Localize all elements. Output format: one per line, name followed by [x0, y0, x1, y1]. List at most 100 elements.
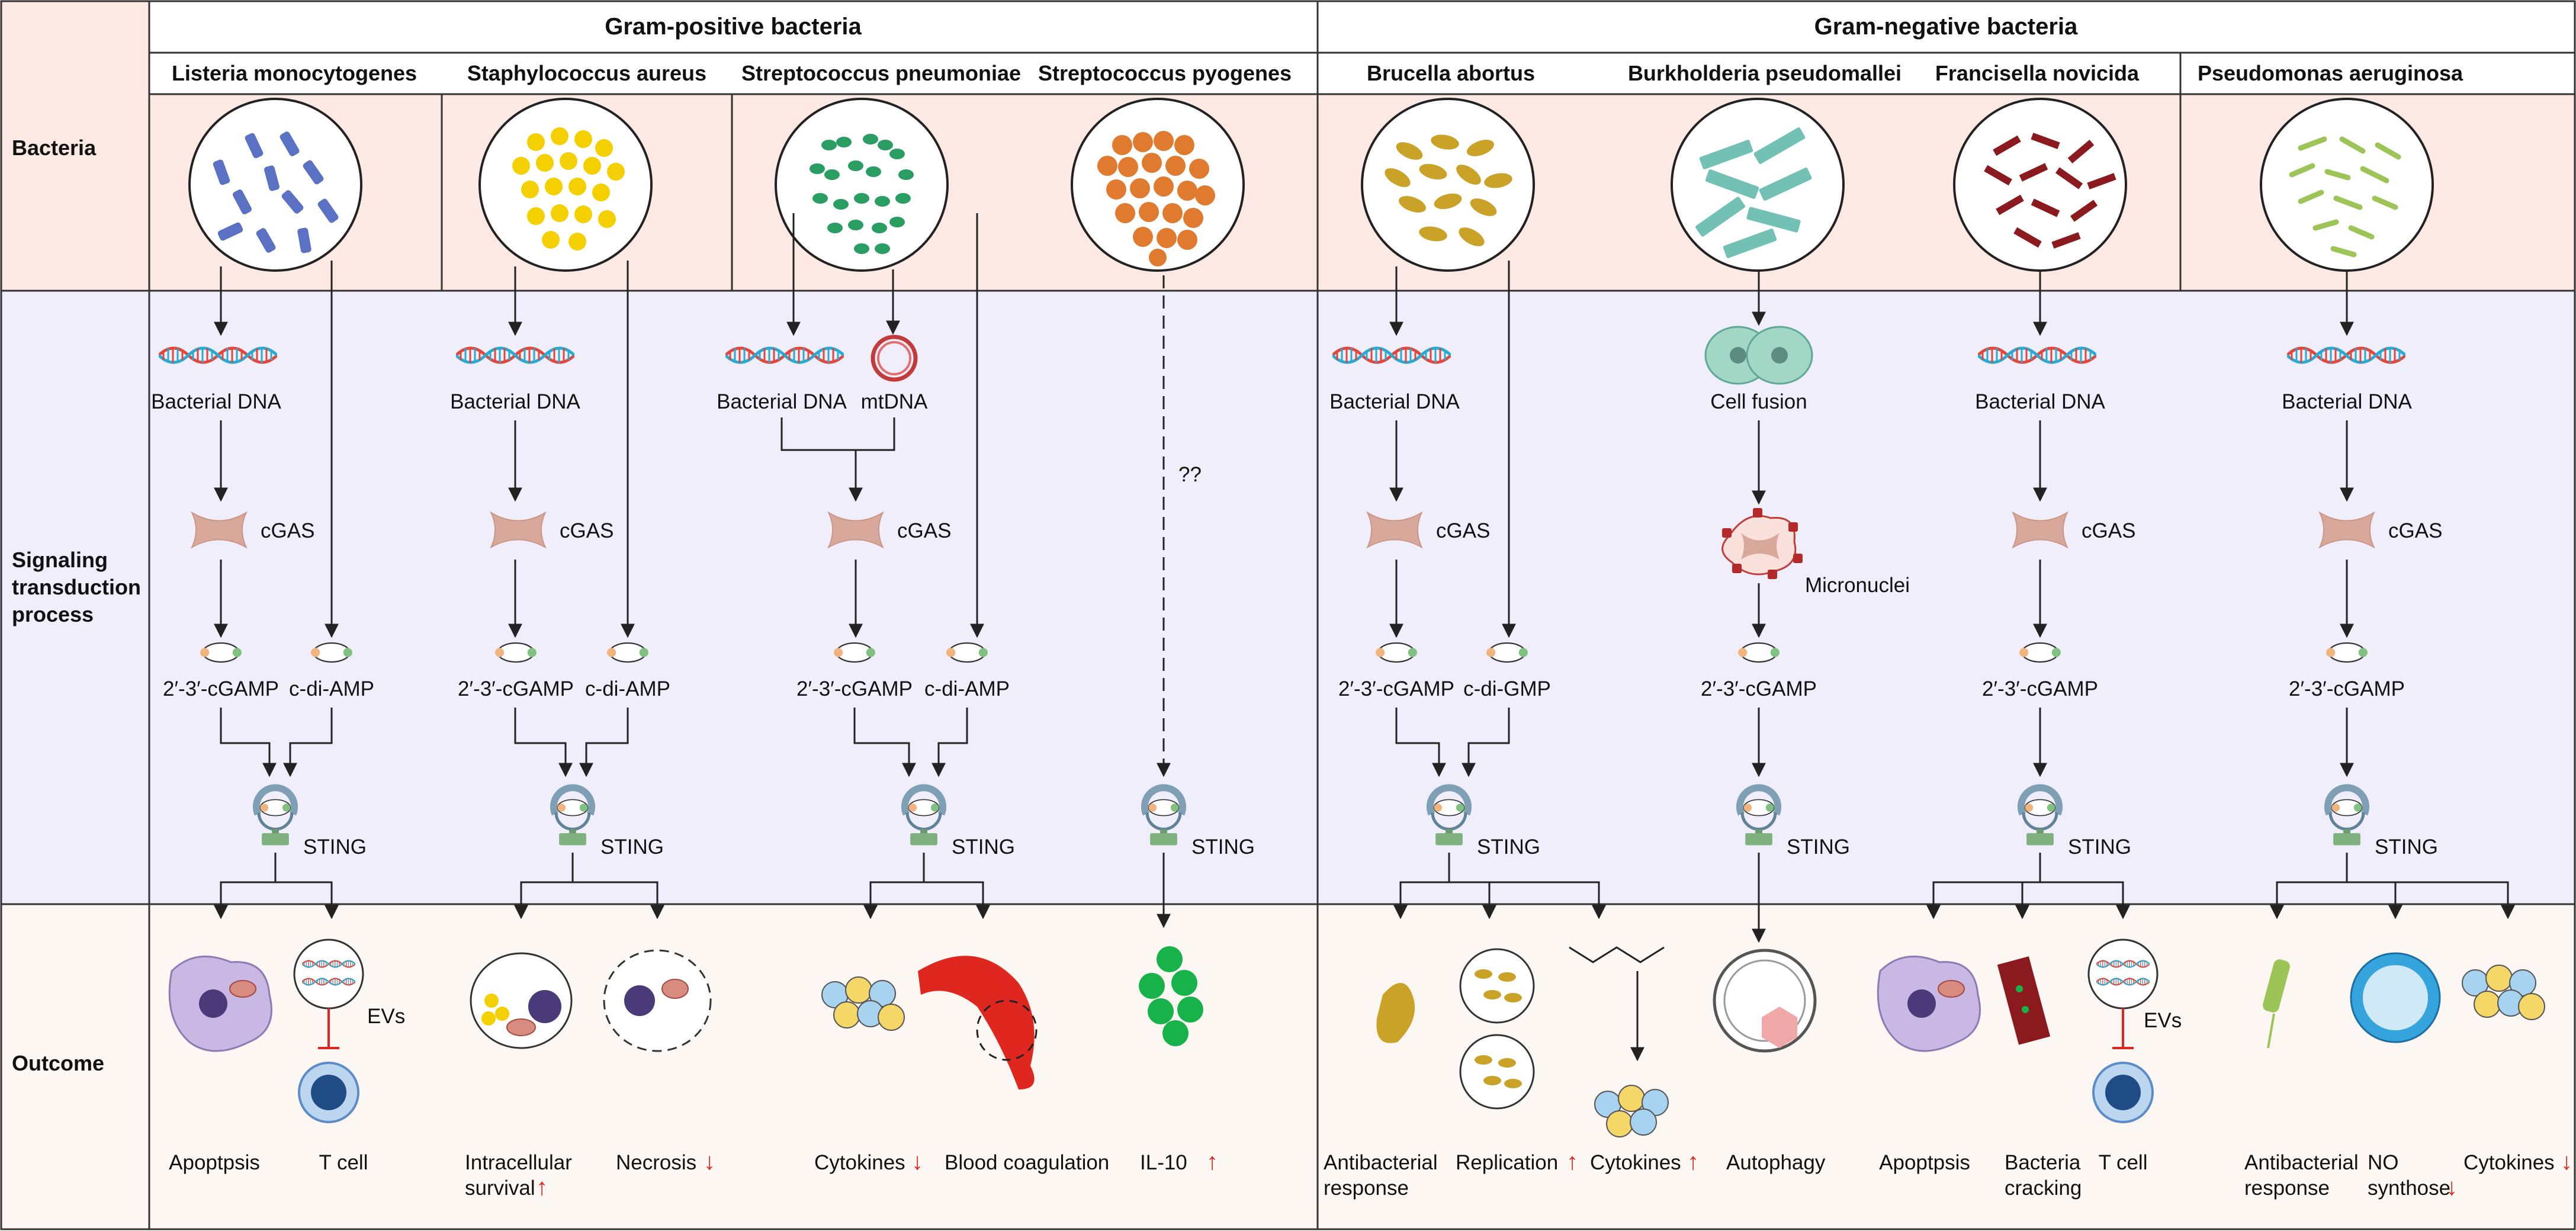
inhibition-icon [2112, 1008, 2134, 1049]
t-cell-icon [298, 1062, 359, 1123]
cdiamp-label: c-di-AMP [289, 677, 374, 700]
outcome-apoptosis: Apoptpsis [169, 1151, 260, 1174]
cdiamp-label: c-di-AMP [924, 677, 1010, 700]
outcome-response: response [1324, 1177, 1409, 1200]
outcome-antibacterial: Antibacterial [1324, 1151, 1438, 1174]
cgamp-label: 2′-3′-cGAMP [2289, 677, 2405, 700]
replication-cell-icon [1459, 948, 1535, 1024]
bacterial-dna-label: Bacterial DNA [151, 390, 281, 413]
sting-label: STING [1191, 835, 1255, 859]
species-listeria: Listeria monocytogenes [172, 61, 417, 85]
bacteria-listeria-icon [188, 98, 362, 272]
gram-negative-header: Gram-negative bacteria [1814, 14, 2078, 40]
bacteria-burkholderia-icon [1671, 98, 1845, 272]
bacterial-dna-label: Bacterial DNA [717, 390, 847, 413]
species-burkholderia: Burkholderia pseudomallei [1628, 61, 1902, 85]
cgas-label: cGAS [2082, 519, 2135, 542]
bacteria-strep-pyogenes-icon [1071, 98, 1245, 272]
signaling-labels: Bacterial DNA Bacterial DNA Bacterial DN… [151, 390, 2442, 859]
outcome-antibacterial: Antibacterial [2244, 1151, 2359, 1174]
il10-icon [1139, 946, 1203, 1046]
outcome-survival: survival [465, 1177, 535, 1200]
signal-row-bg [0, 291, 2576, 904]
species-strep-pneumoniae: Streptococcus pneumoniae [741, 61, 1021, 85]
bacterial-dna-label: Bacterial DNA [1329, 390, 1460, 413]
evs-label: EVs [2144, 1009, 2182, 1032]
apoptotic-cell-icon [1877, 955, 1981, 1052]
cgamp-label: 2′-3′-cGAMP [1701, 677, 1817, 700]
cgamp-label: 2′-3′-cGAMP [163, 677, 279, 700]
bacteria-francisella-icon [1953, 98, 2127, 272]
up-arrow: ↑ [1687, 1149, 1699, 1175]
row-label-signaling-1: Signaling [12, 548, 108, 572]
cgamp-label: 2′-3′-cGAMP [458, 677, 574, 700]
bacteria-cracking-icon [1997, 956, 2051, 1045]
cgas-label: cGAS [560, 519, 614, 542]
blood-vessel-icon [918, 956, 1038, 1089]
outcome-cytokines: Cytokines [814, 1151, 905, 1174]
outcome-synthose: synthose [2368, 1177, 2450, 1200]
cgamp-label: 2′-3′-cGAMP [1338, 677, 1454, 700]
outcome-labels: Apoptpsis T cell Intracellular survival … [169, 1149, 2572, 1200]
inhibition-icon [318, 1008, 339, 1049]
label-bacteria-bg [0, 0, 149, 291]
mtdna-icon [871, 335, 918, 382]
unknown-mechanism-label: ?? [1178, 463, 1202, 486]
species-pseudomonas: Pseudomonas aeruginosa [2198, 61, 2463, 85]
up-arrow: ↑ [1566, 1149, 1578, 1175]
species-brucella: Brucella abortus [1367, 61, 1535, 85]
pathway-arrows [214, 213, 2515, 1062]
outcome-replication: Replication [1456, 1151, 1558, 1174]
outcome-no: NO [2368, 1151, 2399, 1174]
cgas-label: cGAS [897, 519, 951, 542]
down-arrow: ↓ [911, 1149, 923, 1175]
cgas-label: cGAS [2388, 519, 2442, 542]
autophagy-icon [1713, 949, 1817, 1053]
outcome-necrosis: Necrosis [616, 1151, 696, 1174]
micronuclei-label: Micronuclei [1805, 574, 1910, 597]
down-arrow: ↓ [2446, 1174, 2458, 1200]
header-bg [149, 0, 2576, 53]
infected-cell-icon [470, 952, 573, 1049]
micronuclei-icon [1721, 508, 1803, 579]
cytokines-icon [821, 976, 905, 1031]
no-synthase-cell-icon [2350, 952, 2441, 1043]
mtdna-label: mtDNA [861, 390, 928, 413]
species-francisella: Francisella novicida [1935, 61, 2140, 85]
replication-cell-icon [1459, 1034, 1535, 1110]
bacterial-dna-label: Bacterial DNA [450, 390, 580, 413]
cdigmp-label: c-di-GMP [1463, 677, 1551, 700]
cell-fusion-icon [1704, 326, 1813, 385]
bacteria-brucella-icon [1361, 98, 1535, 272]
ev-vesicle-icon [2087, 938, 2159, 1010]
sting-label: STING [303, 835, 367, 859]
species-strep-pyogenes: Streptococcus pyogenes [1038, 61, 1292, 85]
cgamp-label: 2′-3′-cGAMP [796, 677, 913, 700]
outcome-apoptosis: Apoptpsis [1879, 1151, 1970, 1174]
row-label-signaling-3: process [12, 602, 94, 626]
apoptotic-cell-icon [168, 955, 272, 1052]
outcome-intracellular: Intracellular [465, 1151, 572, 1174]
row-label-outcome: Outcome [12, 1051, 104, 1075]
species-staph: Staphylococcus aureus [467, 61, 706, 85]
sting-label: STING [952, 835, 1015, 859]
sting-label: STING [1787, 835, 1850, 859]
bacteria-staph-icon [478, 98, 653, 272]
sting-label: STING [1477, 835, 1540, 859]
sting-label: STING [600, 835, 664, 859]
cytokines-icon [1594, 1085, 1669, 1137]
cytokines-icon [2462, 965, 2545, 1020]
cgamp-label: 2′-3′-cGAMP [1982, 677, 2098, 700]
outcome-cracking: cracking [2005, 1177, 2082, 1200]
outcome-t-cell: T cell [319, 1151, 368, 1174]
ev-vesicle-icon [293, 938, 364, 1010]
outcome-response: response [2244, 1177, 2330, 1200]
outcome-t-cell: T cell [2099, 1151, 2148, 1174]
bacterial-dna-label: Bacterial DNA [1975, 390, 2105, 413]
down-arrow: ↓ [704, 1149, 715, 1175]
species-bg [149, 53, 2576, 94]
row-label-signaling-2: transduction [12, 575, 141, 599]
